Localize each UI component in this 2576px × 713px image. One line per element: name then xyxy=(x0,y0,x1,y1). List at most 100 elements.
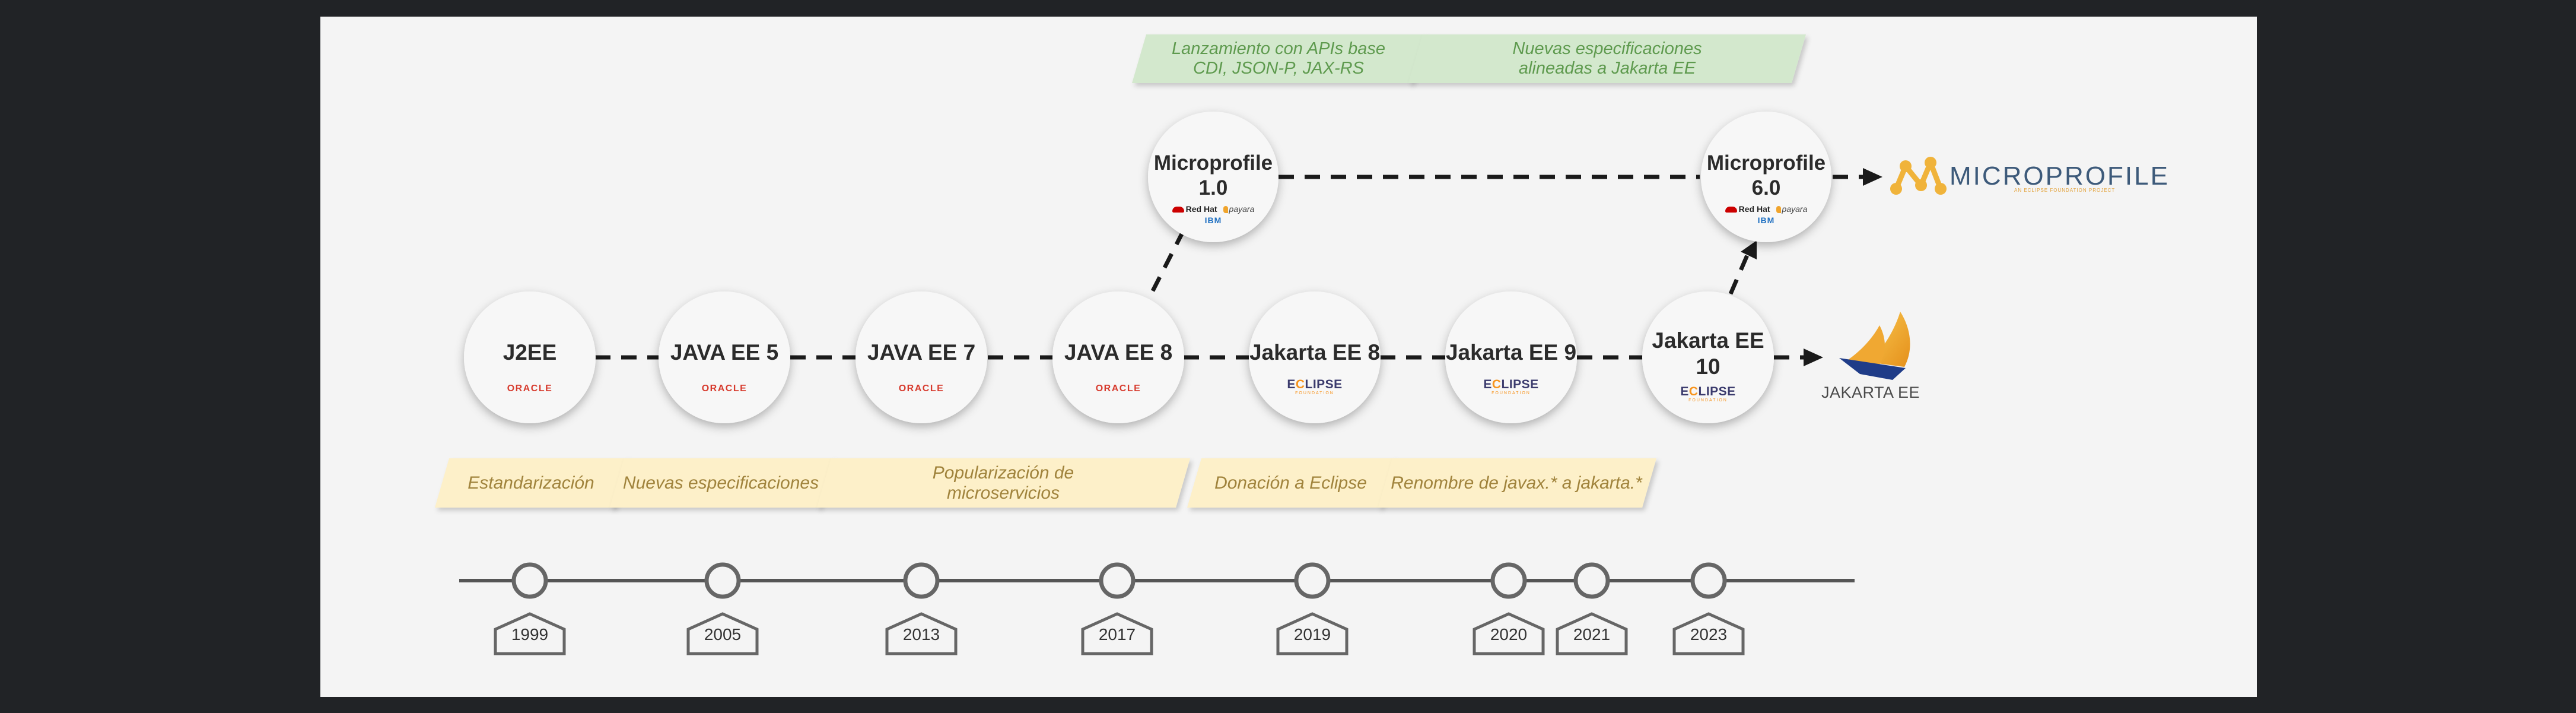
timeline-dot-2021 xyxy=(1573,562,1610,599)
year-tag-2005 xyxy=(686,612,759,655)
ibm-logo: IBM xyxy=(1757,216,1775,225)
node-jakartaee10: Jakarta EE 10 ECLIPSE FOUNDATION xyxy=(1643,328,1773,403)
year-label-2017: 2017 xyxy=(1098,625,1136,644)
phase-label-5: Renombre de javax.* a jakarta.* xyxy=(1391,473,1642,493)
arrow-heads xyxy=(1741,168,1882,366)
microprofile-brand-text: MICROPROFILE xyxy=(1950,161,2170,191)
timeline-dot-2019 xyxy=(1294,562,1331,599)
node-javaee7: JAVA EE 7 ORACLE xyxy=(856,340,987,394)
node-title: Jakarta EE 8 xyxy=(1249,340,1381,365)
timeline-dot-2013 xyxy=(903,562,940,599)
year-markers xyxy=(494,562,1745,655)
node-j2ee: J2EE ORACLE xyxy=(465,340,595,394)
node-javaee5: JAVA EE 5 ORACLE xyxy=(659,340,790,394)
year-label-2023: 2023 xyxy=(1690,625,1728,644)
year-label-2019: 2019 xyxy=(1293,625,1331,644)
node-circle-jakartaee10 xyxy=(1642,291,1774,423)
node-circle-jakartaee9 xyxy=(1445,291,1577,423)
jakarta-ee-logo xyxy=(1839,312,1910,380)
node-jakartaee8: Jakarta EE 8 ECLIPSE FOUNDATION xyxy=(1244,340,1386,395)
year-label-2021: 2021 xyxy=(1573,625,1611,644)
timeline-dot-2020 xyxy=(1490,562,1527,599)
year-label-2020: 2020 xyxy=(1490,625,1528,644)
eclipse-logo-sub: FOUNDATION xyxy=(1491,391,1531,395)
eclipse-logo-sub: FOUNDATION xyxy=(1295,391,1334,395)
phase-label-shape-1 xyxy=(435,458,629,508)
eclipse-logo-text: ECLIPSE xyxy=(1483,378,1539,391)
node-title: Microprofile 6.0 xyxy=(1706,151,1826,199)
node-microprofile-1: Microprofile 1.0 Red Hat payara IBM xyxy=(1148,151,1279,225)
redhat-logo: Red Hat xyxy=(1172,204,1217,214)
timeline-dot-2005 xyxy=(704,562,741,599)
ibm-logo: IBM xyxy=(1204,216,1222,225)
oracle-logo: ORACLE xyxy=(507,384,553,394)
node-circles xyxy=(464,112,1831,423)
node-javaee8: JAVA EE 8 ORACLE xyxy=(1053,340,1184,394)
arrow-head-jakarta xyxy=(1804,348,1823,366)
timeline-dot-2023 xyxy=(1690,562,1727,599)
mp6-label-shape xyxy=(1408,34,1806,83)
year-tag-2019 xyxy=(1276,612,1349,655)
phase-label-2: Nuevas especificaciones xyxy=(622,473,819,493)
microprofile-logo xyxy=(1890,157,1947,195)
eclipse-logo-text: ECLIPSE xyxy=(1287,378,1343,391)
node-title: Jakarta EE 9 xyxy=(1445,340,1577,365)
phase-label-shape-2 xyxy=(610,458,834,508)
node-microprofile-6: Microprofile 6.0 Red Hat payara IBM xyxy=(1701,151,1831,225)
oracle-logo: ORACLE xyxy=(898,384,944,394)
year-label-2013: 2013 xyxy=(902,625,940,644)
mp6-description: Nuevas especificaciones alineadas a Jaka… xyxy=(1512,39,1702,78)
year-tag-2013 xyxy=(885,612,958,655)
node-title: JAVA EE 7 xyxy=(867,340,976,365)
vendor-logos: Red Hat payara IBM xyxy=(1725,204,1808,225)
year-tag-2023 xyxy=(1672,612,1745,655)
mp1-description: Lanzamiento con APIs base CDI, JSON-P, J… xyxy=(1171,39,1386,78)
payara-logo: payara xyxy=(1223,204,1255,214)
year-tag-2021 xyxy=(1556,612,1628,655)
oracle-logo: ORACLE xyxy=(701,384,748,394)
year-tag-2020 xyxy=(1473,612,1545,655)
connector-jakartaee10-mp6 xyxy=(1728,254,1750,295)
phase-label-3: Popularización de microservicios xyxy=(932,462,1074,503)
phase-label-shape-3 xyxy=(817,458,1190,508)
node-circle-javaee8 xyxy=(1052,291,1184,423)
node-circle-javaee5 xyxy=(659,291,790,423)
year-label-2005: 2005 xyxy=(704,625,742,644)
mp1-label-shape xyxy=(1132,34,1426,83)
oracle-logo: ORACLE xyxy=(1095,384,1141,394)
node-circle-jakartaee8 xyxy=(1249,291,1381,423)
node-title: JAVA EE 5 xyxy=(670,340,779,365)
arrow-head-microprofile xyxy=(1863,168,1882,186)
phase-label-1: Estandarización xyxy=(468,473,594,493)
phase-label-shape-4 xyxy=(1187,458,1395,508)
vendor-logos: Red Hat payara IBM xyxy=(1172,204,1255,225)
redhat-logo: Red Hat xyxy=(1725,204,1770,214)
eclipse-logo: ECLIPSE FOUNDATION xyxy=(1680,385,1735,403)
eclipse-logo-text: ECLIPSE xyxy=(1680,385,1736,398)
eclipse-logo: ECLIPSE FOUNDATION xyxy=(1287,378,1342,395)
node-title: Jakarta EE 10 xyxy=(1652,328,1764,379)
arrow-head-mp6 xyxy=(1741,240,1757,259)
node-circle-j2ee xyxy=(464,291,596,423)
node-title: J2EE xyxy=(503,340,557,365)
node-title: JAVA EE 8 xyxy=(1064,340,1173,365)
main-flow-connectors xyxy=(595,175,1863,360)
jakarta-ee-brand-text: JAKARTA EE xyxy=(1821,384,1920,401)
year-tag-2017 xyxy=(1081,612,1153,655)
node-title: Microprofile 1.0 xyxy=(1153,151,1273,199)
timeline-dot-1999 xyxy=(511,562,548,599)
timeline-dot-2017 xyxy=(1099,562,1136,599)
year-tag-1999 xyxy=(494,612,566,655)
connector-javaee8-mp1 xyxy=(1150,232,1185,292)
year-label-1999: 1999 xyxy=(511,625,549,644)
eclipse-logo: ECLIPSE FOUNDATION xyxy=(1483,378,1538,395)
phase-label-shape-5 xyxy=(1378,458,1656,508)
eclipse-logo-sub: FOUNDATION xyxy=(1688,398,1728,403)
node-circle-javaee7 xyxy=(856,291,987,423)
phase-label-4: Donación a Eclipse xyxy=(1214,473,1367,493)
node-jakartaee9: Jakarta EE 9 ECLIPSE FOUNDATION xyxy=(1440,340,1582,395)
payara-logo: payara xyxy=(1776,204,1808,214)
microprofile-tagline: AN ECLIPSE FOUNDATION PROJECT xyxy=(2014,188,2116,193)
